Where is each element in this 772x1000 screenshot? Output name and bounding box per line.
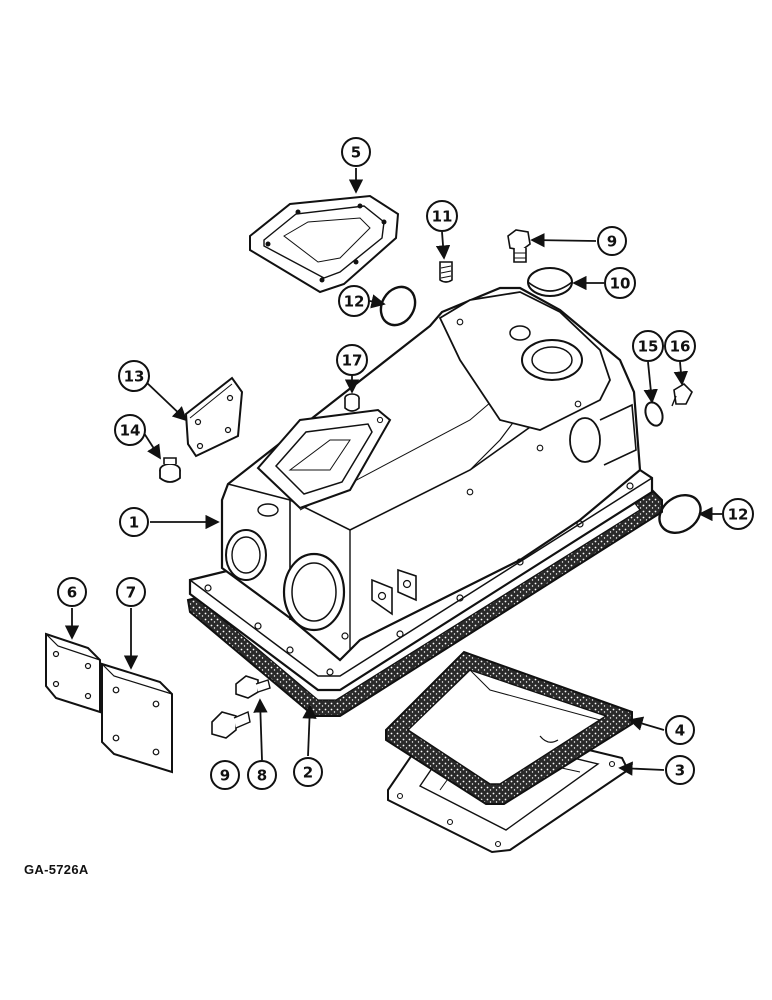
callout-1: 1 <box>119 507 149 537</box>
plug-16 <box>671 382 693 407</box>
callout-8: 8 <box>247 760 277 790</box>
callout-15: 15 <box>632 330 664 362</box>
callout-14: 14 <box>114 414 146 446</box>
callout-10: 10 <box>604 267 636 299</box>
callout-16: 16 <box>664 330 696 362</box>
callout-label: 4 <box>675 722 685 740</box>
cover-plate-6 <box>45 632 101 714</box>
side-cover-plate <box>184 376 244 458</box>
bolt-11 <box>439 261 453 283</box>
bolt-9-lower <box>211 711 251 739</box>
cover-plate-7 <box>101 662 173 774</box>
callout-7: 7 <box>116 577 146 607</box>
callout-label: 5 <box>351 144 361 162</box>
callout-label: 10 <box>610 275 631 293</box>
callout-label: 16 <box>670 338 691 356</box>
callout-12-right: 12 <box>722 498 754 530</box>
cap-10 <box>527 267 573 297</box>
bolt-9-top <box>507 229 531 263</box>
breather-17 <box>344 393 360 412</box>
callout-9-lower: 9 <box>210 760 240 790</box>
o-ring-15 <box>644 401 664 427</box>
callout-4: 4 <box>665 715 695 745</box>
callout-label: 11 <box>432 208 453 226</box>
callout-label: 9 <box>607 233 617 251</box>
callout-label: 7 <box>126 584 136 602</box>
callout-label: 12 <box>344 293 365 311</box>
callout-label: 3 <box>675 762 685 780</box>
bottom-cover-gasket <box>385 650 633 805</box>
callout-9-upper: 9 <box>597 226 627 256</box>
plug-14 <box>159 457 181 483</box>
shift-cover-gasket <box>249 194 400 294</box>
leader-lines <box>64 168 722 776</box>
callout-label: 12 <box>728 506 749 524</box>
callout-12-upper: 12 <box>338 285 370 317</box>
callout-2: 2 <box>293 757 323 787</box>
callout-3: 3 <box>665 755 695 785</box>
callout-17: 17 <box>336 344 368 376</box>
callout-6: 6 <box>57 577 87 607</box>
callout-label: 8 <box>257 767 267 785</box>
callout-label: 15 <box>638 338 659 356</box>
figure-id: GA-5726A <box>24 862 89 877</box>
bolt-8 <box>235 675 271 699</box>
callout-label: 17 <box>342 352 363 370</box>
callout-13: 13 <box>118 360 150 392</box>
callout-label: 1 <box>129 514 139 532</box>
callout-label: 14 <box>120 422 141 440</box>
callout-11: 11 <box>426 200 458 232</box>
callout-label: 2 <box>303 764 313 782</box>
o-ring-12-upper <box>379 285 417 327</box>
o-ring-12-right <box>658 494 702 534</box>
callout-label: 9 <box>220 767 230 785</box>
callout-5: 5 <box>341 137 371 167</box>
callout-label: 13 <box>124 368 145 386</box>
callout-label: 6 <box>67 584 77 602</box>
transmission-housing <box>188 286 654 692</box>
